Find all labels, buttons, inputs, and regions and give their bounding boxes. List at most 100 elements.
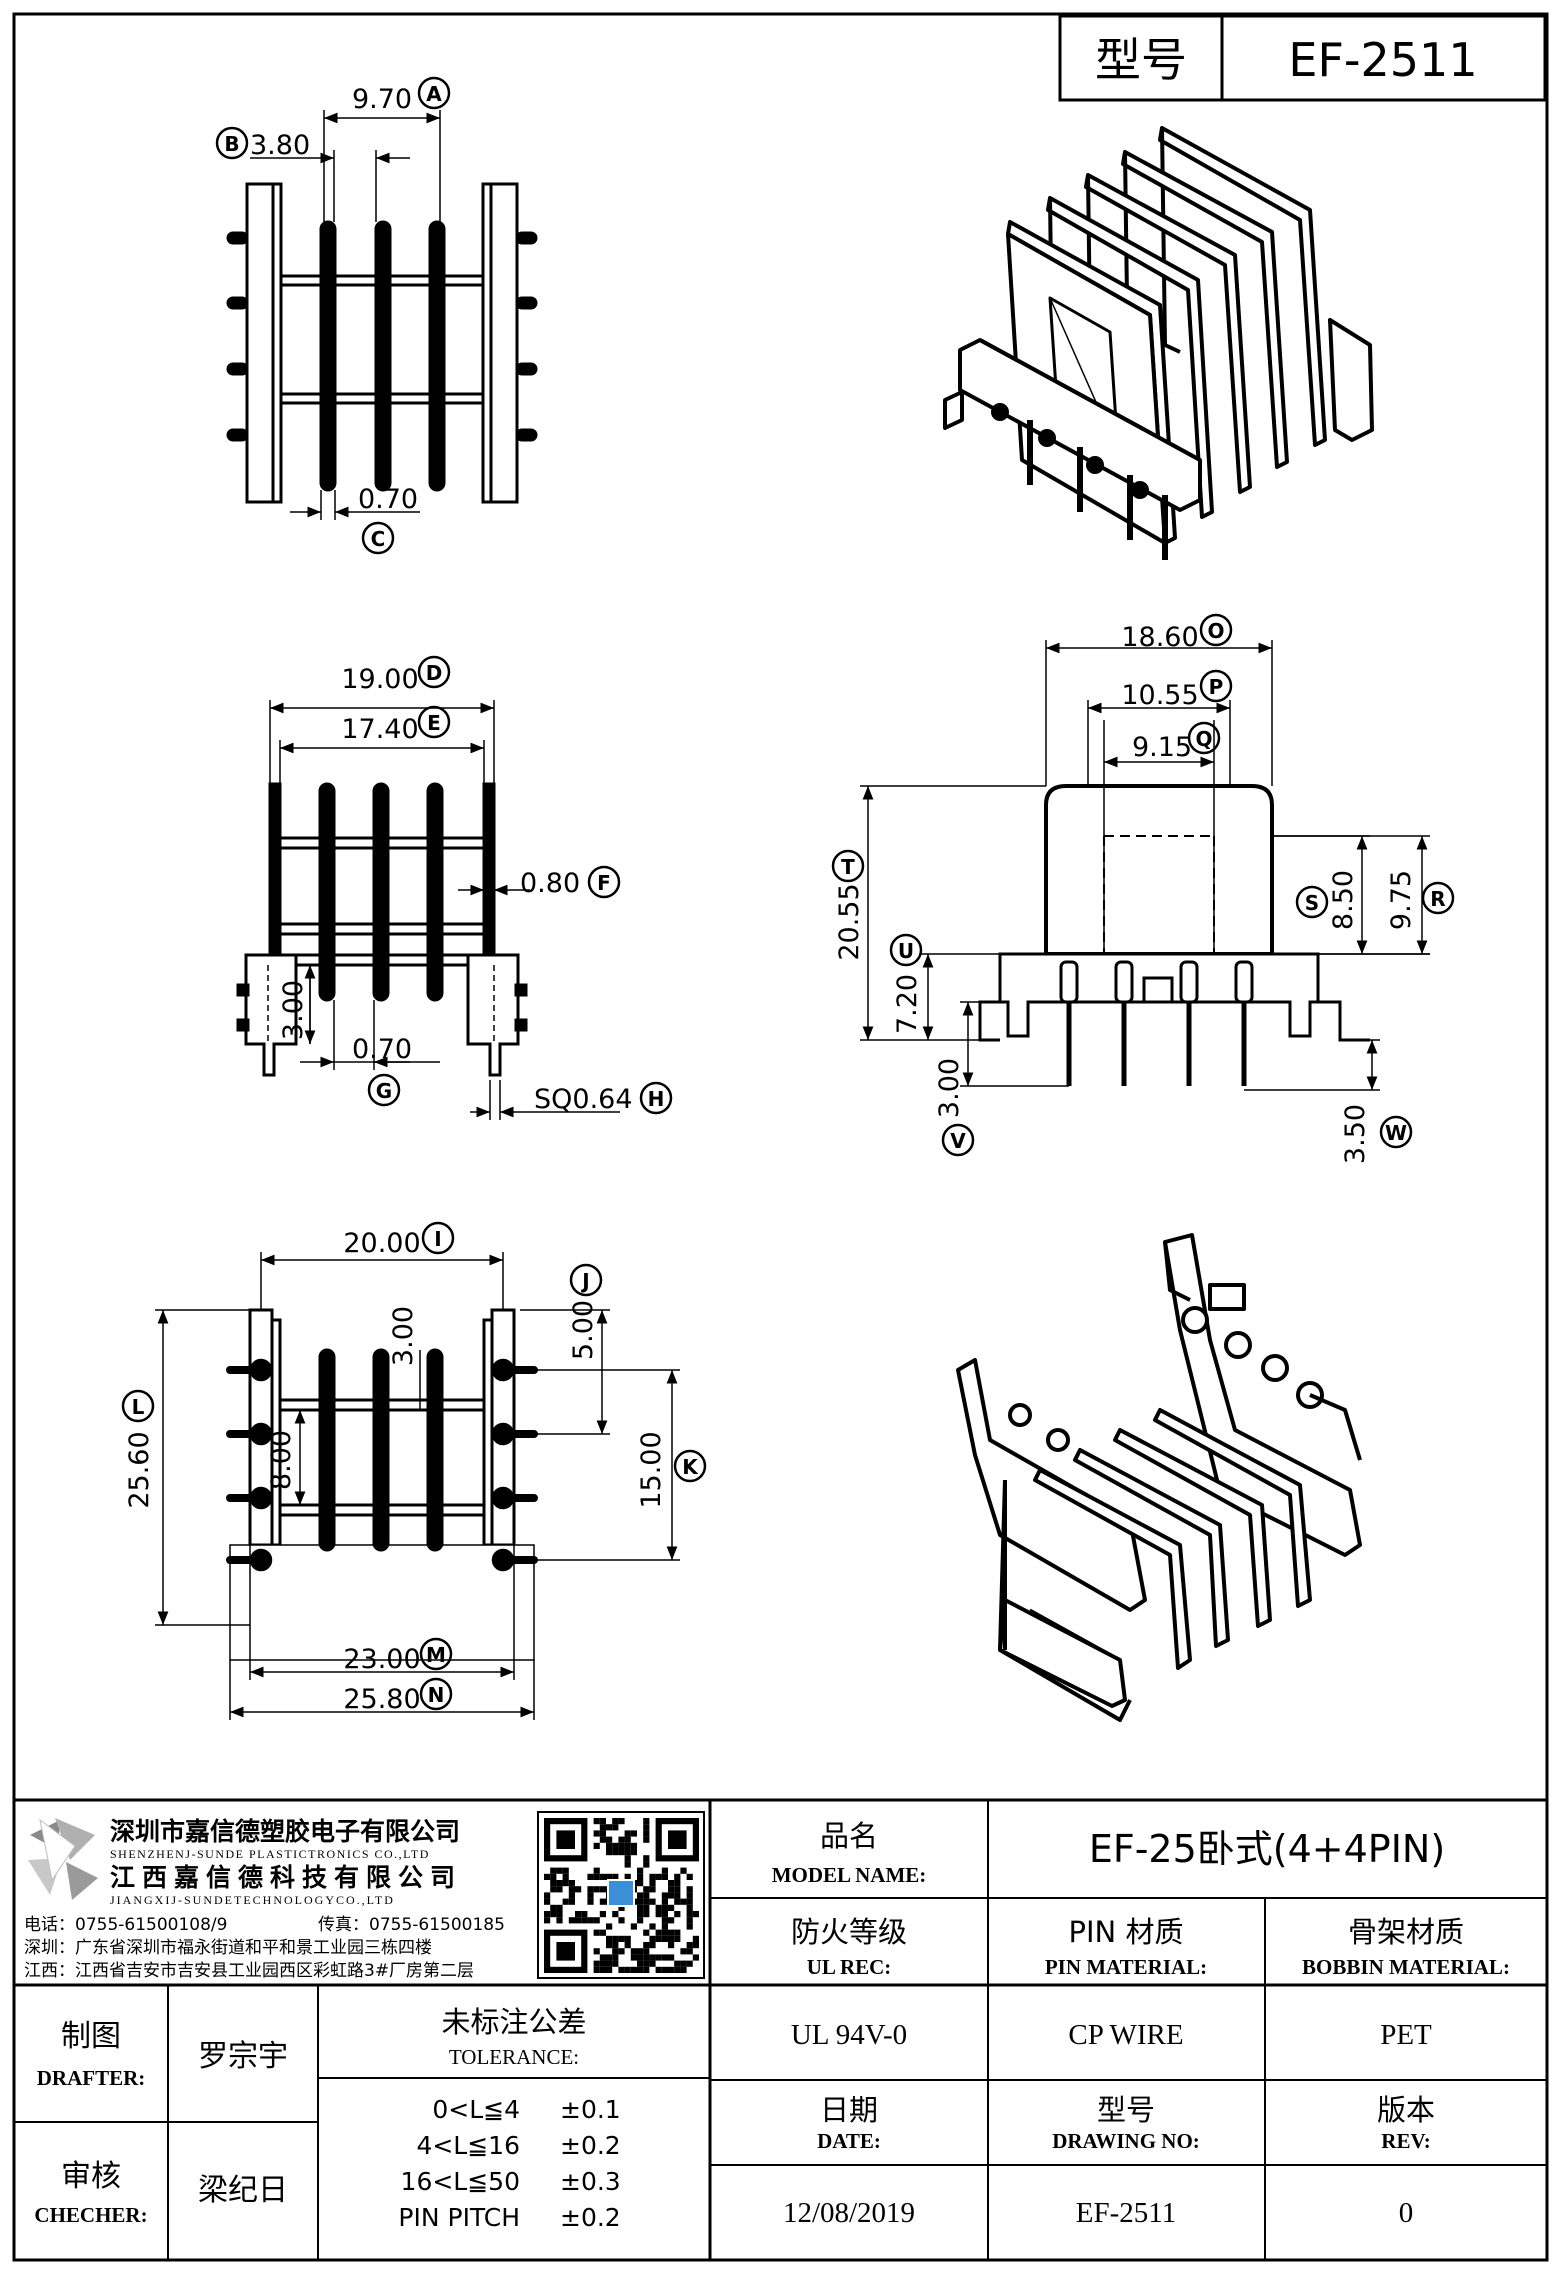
- dim-I-value: 20.00: [343, 1228, 420, 1259]
- dim-W-label: W: [1385, 1121, 1407, 1145]
- dim-K-value: 15.00: [636, 1431, 667, 1508]
- dim-G-value: 0.70: [352, 1034, 412, 1065]
- dim-W-tag: [1379, 1115, 1413, 1149]
- tolerance-value: ±0.1: [560, 2095, 621, 2124]
- dim-I-tag: [421, 1221, 455, 1255]
- ul-label-en: UL REC:: [807, 1955, 892, 1979]
- view-top: [226, 110, 538, 520]
- dim-M-value: 23.00: [343, 1644, 420, 1675]
- dim-N-label: N: [428, 1683, 445, 1707]
- bobbin-material-label-cn: 骨架材质: [1348, 1915, 1464, 1949]
- title-block: [14, 1798, 1547, 2260]
- dim-J-value: 5.00: [568, 1300, 599, 1360]
- dim-U-label: U: [898, 939, 914, 963]
- dim-B-label: B: [224, 132, 239, 156]
- view-side: [236, 700, 620, 1120]
- company-name-cn-1: 深圳市嘉信德塑胶电子有限公司: [110, 1817, 460, 1846]
- dim-J-inner-value: 3.00: [388, 1306, 419, 1366]
- dim-J-tag: [569, 1263, 603, 1297]
- dim-F-tag: [587, 865, 621, 899]
- drafter-label-cn: 制图: [61, 2019, 121, 2054]
- dim-U-value: 7.20: [892, 974, 923, 1034]
- tolerance-value: ±0.2: [560, 2131, 621, 2160]
- dim-Q-label: Q: [1195, 727, 1212, 751]
- dim-M-label: M: [426, 1643, 446, 1667]
- tolerance-range: 0<L≦4: [432, 2095, 520, 2124]
- dim-L-inner-value: 8.00: [266, 1430, 297, 1490]
- tolerance-range: 16<L≦50: [401, 2167, 520, 2196]
- dim-F-value: 0.80: [520, 868, 580, 899]
- dim-W-value: 3.50: [1340, 1104, 1371, 1164]
- view-iso-front: [943, 126, 1374, 560]
- title-model-label: 型号: [1095, 33, 1187, 87]
- dim-E-tag: [417, 705, 451, 739]
- company-address-jx: 江西：江西省吉安市吉安县工业园西区彩虹路3#厂房第二层: [24, 1961, 474, 1981]
- dim-G-side-value: 3.00: [278, 980, 309, 1040]
- checker-value: 梁纪日: [198, 2173, 288, 2208]
- title-box: 型号 EF-2511: [1058, 14, 1547, 102]
- dim-V-label: V: [950, 1129, 966, 1153]
- dim-C-value: 0.70: [358, 484, 418, 515]
- dim-E-value: 17.40: [341, 714, 418, 745]
- dim-K-tag: [673, 1449, 707, 1483]
- dim-I-label: I: [434, 1227, 441, 1251]
- ul-label-cn: 防火等级: [791, 1915, 907, 1949]
- bobbin-material-value: PET: [1380, 2019, 1432, 2051]
- company-logo: [28, 1818, 98, 1900]
- dim-V-tag: [941, 1123, 975, 1157]
- tolerance-range: 4<L≦16: [416, 2131, 520, 2160]
- title-model-value: EF-2511: [1288, 33, 1477, 87]
- dim-B-value: 3.80: [250, 130, 310, 161]
- tolerance-value: ±0.3: [560, 2167, 621, 2196]
- dim-F-label: F: [597, 871, 611, 895]
- bobbin-material-label-en: BOBBIN MATERIAL:: [1302, 1955, 1510, 1979]
- tolerance-label-cn: 未标注公差: [441, 2005, 586, 2039]
- dim-R-label: R: [1430, 887, 1445, 911]
- dim-O-value: 18.60: [1121, 622, 1198, 653]
- dim-S-value: 8.50: [1328, 870, 1359, 930]
- dim-O-tag: [1199, 613, 1233, 647]
- company-name-en-1: SHENZHENJ-SUNDE PLASTICTRONICS CO.,LTD: [110, 1847, 430, 1861]
- tolerance-range: PIN PITCH: [398, 2203, 520, 2232]
- dim-D-label: D: [426, 661, 443, 685]
- dim-P-tag: [1199, 669, 1233, 703]
- dim-G-tag: [367, 1073, 401, 1107]
- dim-S-tag: [1295, 885, 1329, 919]
- date-label-cn: 日期: [820, 2093, 878, 2127]
- dim-T-value: 20.55: [834, 883, 865, 960]
- dim-P-label: P: [1209, 675, 1224, 699]
- company-phone: 电话：0755-61500108/9: [24, 1915, 227, 1935]
- view-iso-bottom: [956, 1233, 1362, 1722]
- dim-N-value: 25.80: [343, 1684, 420, 1715]
- dim-R-value: 9.75: [1386, 870, 1417, 930]
- dim-M-tag: [419, 1637, 453, 1671]
- view-front: [860, 640, 1430, 1091]
- dim-T-label: T: [841, 855, 855, 879]
- tolerance-value: ±0.2: [560, 2203, 621, 2232]
- dim-G-label: G: [376, 1079, 392, 1103]
- dim-J-label: J: [580, 1269, 589, 1293]
- checker-label-en: CHECHER:: [34, 2203, 147, 2227]
- sheet-border: [12, 12, 1549, 2262]
- product-name-label-en: MODEL NAME:: [772, 1863, 927, 1887]
- dim-L-tag: [121, 1389, 155, 1423]
- pin-material-value: CP WIRE: [1068, 2019, 1183, 2051]
- dim-D-tag: [417, 655, 451, 689]
- dim-Q-value: 9.15: [1132, 732, 1192, 763]
- drawing-no-value: EF-2511: [1076, 2197, 1176, 2229]
- rev-label-cn: 版本: [1377, 2093, 1435, 2127]
- dim-O-label: O: [1207, 619, 1224, 643]
- pin-material-label-cn: PIN 材质: [1069, 1915, 1184, 1949]
- pin-material-label-en: PIN MATERIAL:: [1045, 1955, 1207, 1979]
- drafter-label-en: DRAFTER:: [37, 2066, 146, 2090]
- company-fax: 传真：0755-61500185: [318, 1915, 505, 1935]
- dim-N-tag: [419, 1677, 453, 1711]
- dim-C-tag: [361, 521, 395, 555]
- date-value: 12/08/2019: [783, 2197, 915, 2229]
- product-name-value: EF-25卧式(4+4PIN): [1089, 1827, 1445, 1871]
- dim-H-value: SQ0.64: [534, 1084, 633, 1115]
- dim-B-tag: [215, 126, 249, 160]
- ul-value: UL 94V-0: [791, 2019, 907, 2051]
- dim-T-tag: [831, 849, 865, 883]
